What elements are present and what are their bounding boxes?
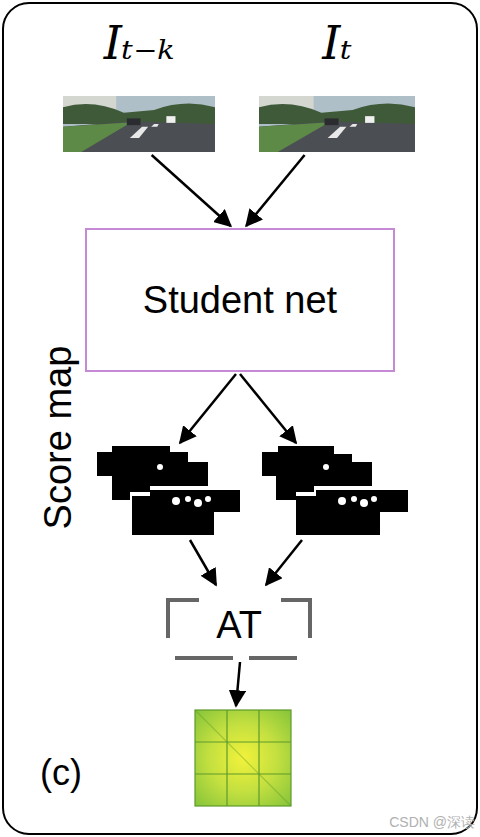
box-label: Student net	[143, 279, 337, 322]
road-image	[259, 96, 415, 152]
axis-label: Score map	[37, 338, 80, 538]
input-frame: Iₜ₋ₖ	[60, 6, 218, 152]
road-image	[63, 96, 215, 152]
panel-border	[3, 3, 477, 834]
panel-tag: (c)	[40, 752, 120, 794]
frame-label: Iₜ₋ₖ	[60, 8, 218, 78]
attention-grid	[195, 710, 291, 806]
input-frame: Iₜ	[256, 6, 418, 152]
frame-label: Iₜ	[256, 8, 418, 78]
flow-arrow	[246, 155, 304, 226]
score-map	[262, 445, 408, 535]
watermark: CSDN @深读	[330, 814, 475, 832]
score-map	[97, 445, 240, 535]
module-label: AT	[216, 604, 262, 647]
module-bracket: AT	[163, 596, 315, 662]
network-box: Student net	[85, 228, 395, 372]
flow-arrow	[152, 155, 231, 226]
